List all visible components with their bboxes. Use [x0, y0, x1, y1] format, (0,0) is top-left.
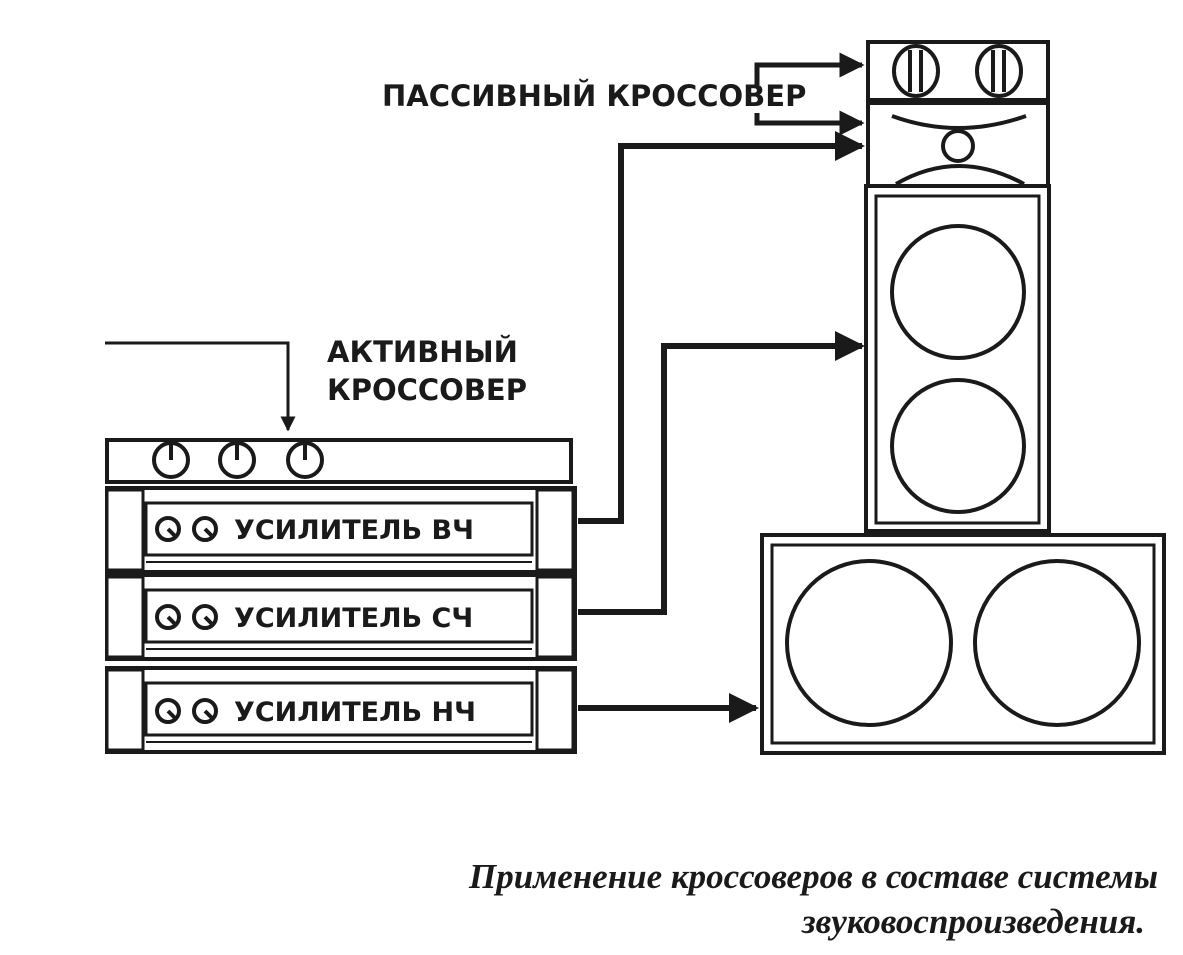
passive-crossover-wiring — [754, 52, 865, 136]
amplifier-hf: УСИЛИТЕЛЬ ВЧ — [105, 486, 577, 574]
bass-speaker-cabinet — [760, 533, 1166, 755]
passive-crossover-unit — [866, 40, 1050, 102]
passive-crossover-knob-2 — [975, 44, 1023, 98]
hf-wire — [578, 131, 865, 524]
active-crossover-unit — [105, 438, 573, 484]
amplifier-mf-label: УСИЛИТЕЛЬ СЧ — [234, 603, 473, 634]
amplifier-mf: УСИЛИТЕЛЬ СЧ — [105, 573, 577, 661]
active-crossover-label-line2: КРОССОВЕР — [327, 373, 527, 407]
mid-speaker-lower-icon — [890, 378, 1026, 514]
passive-crossover-label: ПАССИВНЫЙ КРОССОВЕР — [382, 79, 806, 113]
amplifier-lf: УСИЛИТЕЛЬ НЧ — [105, 666, 577, 754]
input-signal-line — [105, 341, 296, 432]
mf-wire — [578, 331, 865, 615]
mid-speaker-upper-icon — [890, 224, 1026, 360]
caption-line-2: звуковоспроизведения. — [801, 902, 1145, 941]
bass-speaker-right-icon — [973, 559, 1141, 727]
bass-speaker-left-icon — [785, 559, 953, 727]
tweeter-driver-icon — [941, 129, 975, 163]
mid-speaker-cabinet — [864, 184, 1051, 533]
caption-line-1: Применение кроссоверов в составе системы — [468, 857, 1158, 896]
active-crossover-label-line1: АКТИВНЫЙ — [327, 335, 518, 369]
amplifier-lf-label: УСИЛИТЕЛЬ НЧ — [234, 697, 476, 728]
amplifier-hf-label: УСИЛИТЕЛЬ ВЧ — [234, 515, 474, 546]
passive-crossover-knob-1 — [892, 44, 940, 98]
tweeter-horn-cabinet — [866, 101, 1050, 190]
